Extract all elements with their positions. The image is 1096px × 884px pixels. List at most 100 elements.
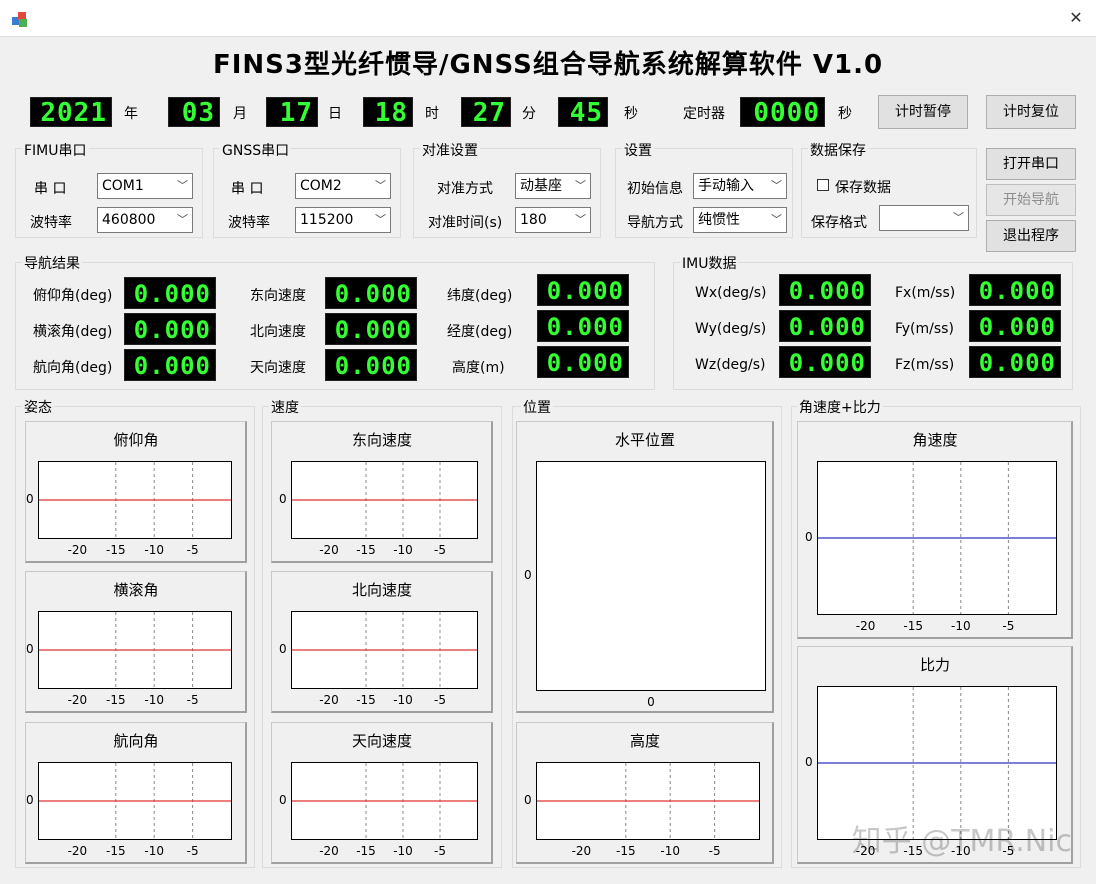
gnss-group [213,148,401,238]
chevron-down-icon: ﹀ [771,213,782,226]
chart-title: 北向速度 [351,581,412,599]
timer-label: 定时器 [683,106,725,122]
x-tick-label: -10 [144,844,164,858]
y-tick-label: 0 [26,492,34,506]
x-tick-label: -10 [393,693,413,707]
reset-timer-button[interactable]: 计时复位 [986,95,1076,129]
pause-timer-button[interactable]: 计时暂停 [878,95,968,129]
east-velocity-display: 0.000 [325,277,417,309]
x-tick-label: -5 [708,844,721,858]
position-group-title: 位置 [521,397,553,417]
save-data-checkbox[interactable] [817,179,829,191]
second-label: 秒 [624,106,638,122]
align-time-select[interactable]: 180﹀ [515,207,591,233]
chart-title: 比力 [919,656,950,674]
exit-button[interactable]: 退出程序 [986,220,1076,252]
x-tick-label: -20 [67,693,88,707]
save-format-label: 保存格式 [811,215,867,231]
x-tick-label: -20 [67,543,88,557]
x-tick-label: -10 [950,619,971,633]
x-tick-label: -15 [105,693,126,707]
wx-label: Wx(deg/s) [695,285,767,301]
nav-result-group-title: 导航结果 [22,253,82,273]
wy-label: Wy(deg/s) [695,321,767,337]
chart-plot-area [817,461,1057,615]
y-tick-label: 0 [26,642,34,656]
x-tick-label: -15 [356,844,376,858]
gnss-baud-select[interactable]: 115200﹀ [295,207,391,233]
gnss-port-select[interactable]: COM2﹀ [295,173,391,199]
y-tick-label: 0 [279,793,287,807]
chart-title: 角速度 [912,431,958,449]
up-velocity-label: 天向速度 [250,360,306,376]
x-tick-label: -20 [855,619,876,633]
chart-plot-area [817,686,1057,840]
x-tick-label: -20 [67,844,88,858]
open-port-button[interactable]: 打开串口 [986,148,1076,180]
x-tick-label: -15 [903,844,923,858]
timer-display: 0000 [740,97,825,127]
x-tick-label: -15 [105,543,126,557]
x-tick-label: -15 [105,844,126,858]
fimu-baud-select[interactable]: 460800﹀ [97,207,193,233]
y-tick-label: 0 [805,755,813,769]
watermark: 知乎 @TMR.Nic [851,824,1072,859]
chevron-down-icon: ﹀ [575,213,586,226]
nav-result-group [15,262,655,390]
chart-title: 水平位置 [614,431,675,449]
second-display: 45 [558,97,608,127]
hour-display: 18 [363,97,413,127]
fimu-baud-label: 波特率 [30,215,72,231]
chart-svg [292,763,477,839]
x-tick-label: -20 [319,543,339,557]
longitude-display: 0.000 [537,310,629,342]
minute-display: 27 [461,97,511,127]
chart-svg [537,763,759,839]
chevron-down-icon: ﹀ [375,213,386,226]
chart-title: 天向速度 [351,732,412,750]
save-format-select[interactable]: ﹀ [879,205,969,231]
x-tick-label: -20 [319,844,339,858]
chart-plot-area [38,611,232,689]
chevron-down-icon: ﹀ [771,179,782,192]
x-tick-label: -5 [434,543,446,557]
fimu-group-title: FIMU串口 [22,140,89,160]
y-tick-label: 0 [524,793,532,807]
chart-title: 航向角 [113,732,159,750]
altitude-label: 高度(m) [452,360,505,376]
x-tick-label: -10 [393,844,413,858]
chart-svg [39,462,231,538]
y-tick-label: 0 [279,492,287,506]
chart-plot-area [536,762,760,840]
save-group-title: 数据保存 [808,140,868,160]
fimu-port-select[interactable]: COM1﹀ [97,173,193,199]
y-tick-label: 0 [524,568,532,582]
wz-label: Wz(deg/s) [695,357,766,373]
chart-plot-area [536,461,766,691]
x-tick-label: -15 [903,619,923,633]
window-titlebar [0,0,1096,37]
nav-mode-label: 导航方式 [627,215,683,231]
settings-group [615,148,793,238]
init-info-select[interactable]: 手动输入﹀ [693,173,787,199]
align-group [413,148,601,238]
x-tick-label: -10 [144,543,164,557]
x-tick-label: 0 [647,695,655,709]
fx-label: Fx(m/ss) [895,285,956,301]
velocity-chart-group [262,406,502,868]
chart-plot-area [291,461,478,539]
x-tick-label: -15 [356,693,376,707]
nav-mode-select[interactable]: 纯惯性﹀ [693,207,787,233]
close-icon[interactable]: ✕ [1069,8,1083,27]
align-mode-select[interactable]: 动基座﹀ [515,173,591,199]
chevron-down-icon: ﹀ [177,179,188,192]
start-navigation-button[interactable]: 开始导航 [986,184,1076,216]
imu-group [673,262,1073,390]
timer-unit-label: 秒 [838,106,852,122]
month-display: 03 [168,97,220,127]
roll-label: 横滚角(deg) [33,324,113,340]
chart-svg [292,462,477,538]
chart-svg [39,612,231,688]
chart-svg [39,763,231,839]
fz-display: 0.000 [969,346,1061,378]
